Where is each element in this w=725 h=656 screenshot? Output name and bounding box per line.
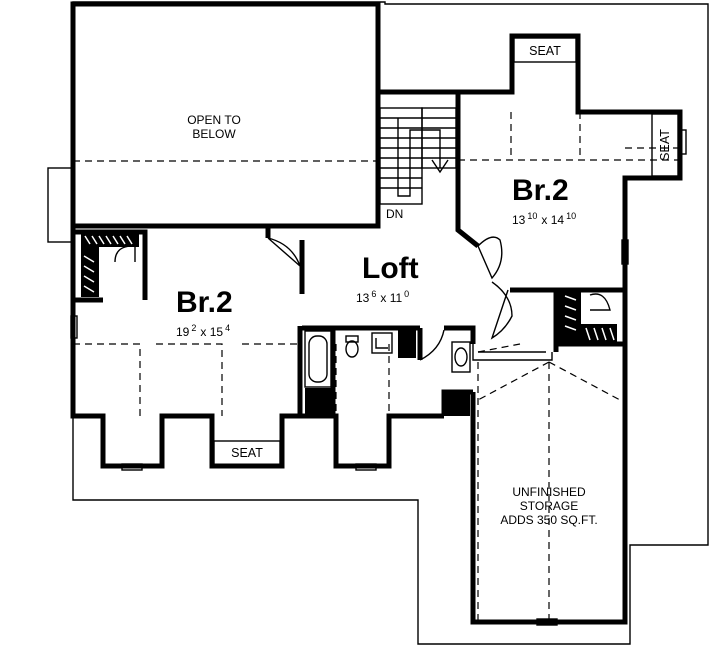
wall-bedroom-left-right [297,240,305,416]
seat-bottom-label: SEAT [231,446,263,460]
storage-lines [472,343,621,622]
loft-title: Loft [362,252,419,285]
staircase [379,107,457,205]
wall-right-bed-left [455,160,480,248]
exterior-wall-right [458,33,683,625]
stair-dn-label: DN [386,207,403,221]
roof-outline [72,1,709,645]
closet-right-rods [561,290,617,344]
door-loft-left [267,237,301,267]
door-closet-right [589,293,611,311]
storage-line3: ADDS 350 SQ.FT. [500,513,597,527]
open-to-below-line2: BELOW [192,127,236,141]
wall-loft-bath [302,325,476,344]
door-closet-left [114,245,136,263]
door-bath [419,329,445,361]
exterior-wall-left-upper [70,226,444,469]
chimney [47,167,74,243]
ceiling-dashes [73,112,680,416]
seat-top-box [513,37,577,63]
closet-left-rods [81,233,139,297]
door-right-bedroom-b [490,281,513,340]
seat-right-label: SEAT [658,129,672,161]
storage-line2: STORAGE [520,499,578,513]
seat-top-label: SEAT [529,44,561,58]
windows [70,129,687,626]
open-to-below-line1: OPEN TO [187,113,241,127]
bedroom-right-title: Br.2 [512,174,569,207]
exterior-wall-main [378,89,461,160]
seat-right-box [651,113,679,177]
door-right-bedroom-a [477,236,503,280]
wall-closet-left [73,229,148,303]
bedroom-left-title: Br.2 [176,286,233,319]
wall-stair [265,92,381,238]
bath-fixtures [304,330,471,416]
storage-line1: UNFINISHED [512,485,586,499]
seat-bottom-box [213,440,281,466]
